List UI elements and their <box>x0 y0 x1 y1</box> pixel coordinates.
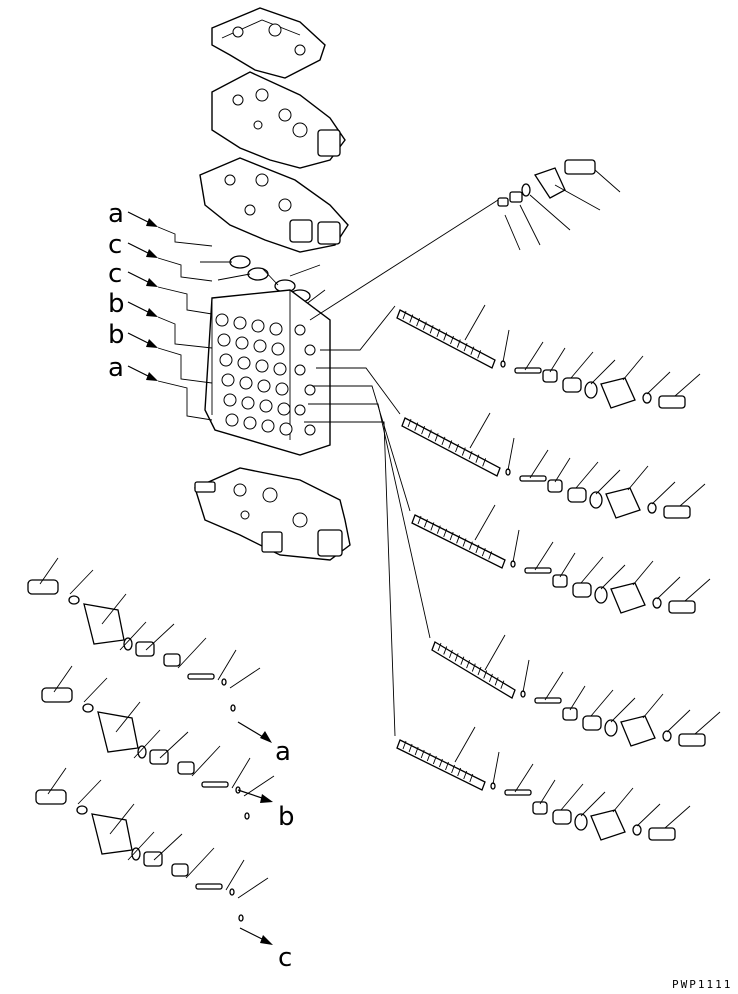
section-label-4: b <box>108 320 125 350</box>
left-spool-row-3 <box>35 767 269 922</box>
section-label-3: b <box>108 289 125 319</box>
valve-section-1 <box>211 71 346 169</box>
check-valve-top-right <box>309 159 621 321</box>
left-spool-row-2 <box>41 665 275 820</box>
drawing-code: PWP1111 <box>672 978 732 991</box>
end-label-b: b <box>278 802 295 832</box>
end-arrow-c: c <box>239 927 292 973</box>
end-label-c: c <box>278 943 292 973</box>
right-spool-assemblies <box>304 304 721 841</box>
valve-cover-top <box>211 7 326 79</box>
spool-row-4 <box>308 403 721 747</box>
end-arrow-a: a <box>237 721 291 767</box>
spool-row-3 <box>312 385 711 614</box>
end-label-a: a <box>275 737 291 767</box>
section-label-1: c <box>108 230 122 260</box>
section-label-0: a <box>108 199 124 229</box>
section-label-5: a <box>108 353 124 383</box>
spool-row-2 <box>316 367 706 519</box>
section-label-2: c <box>108 259 122 289</box>
valve-section-bottom <box>194 467 351 561</box>
end-arrow-b: b <box>237 789 295 832</box>
valve-section-2 <box>199 157 349 253</box>
left-spool-row-1 <box>27 557 261 712</box>
left-spool-assemblies <box>27 557 275 922</box>
main-valve-body <box>204 289 331 456</box>
spool-row-5 <box>304 421 691 841</box>
spool-row-1 <box>320 304 701 409</box>
